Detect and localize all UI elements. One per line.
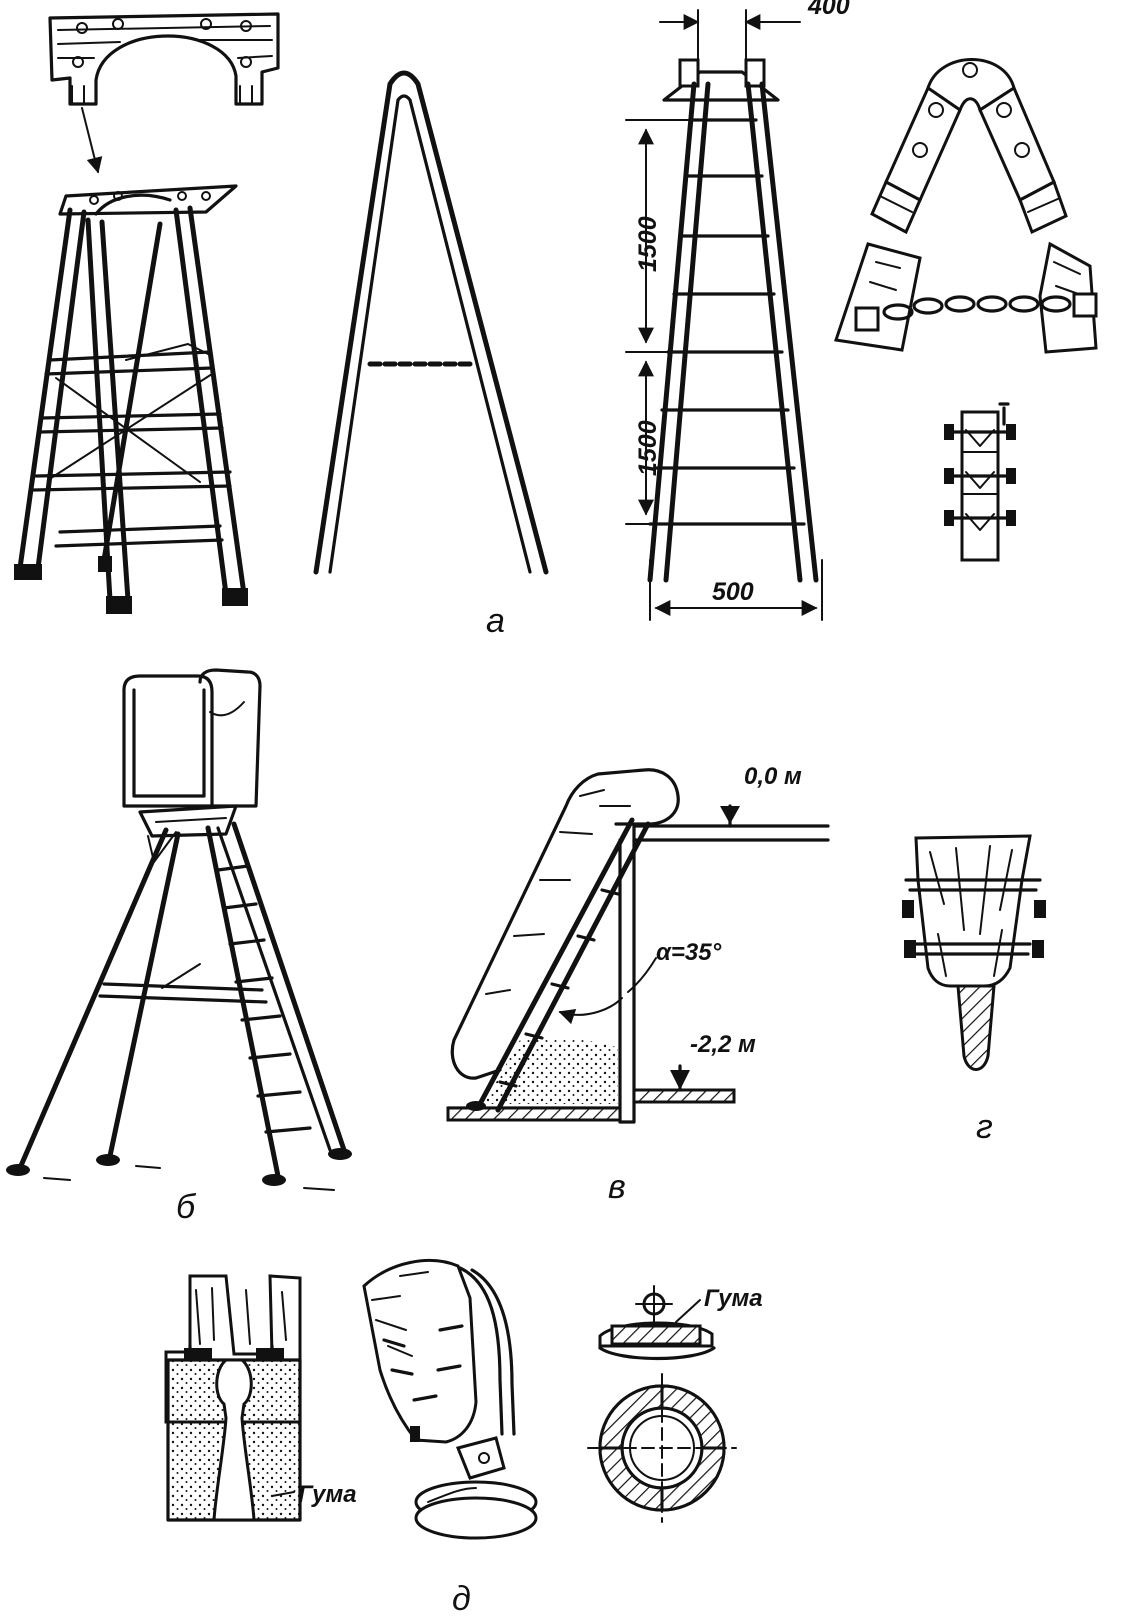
top-width-label: 400 xyxy=(807,0,850,20)
angle-label: α=35° xyxy=(656,939,722,966)
panel-label-d: д xyxy=(452,1580,471,1618)
dimensioned-ladder: 400 1500 1500 500 xyxy=(625,0,850,621)
spiked-shoe xyxy=(902,834,1046,1071)
panel-label-g: г xyxy=(976,1108,993,1146)
swivel-foot xyxy=(362,1259,538,1540)
upper-span-label: 1500 xyxy=(634,216,662,272)
panel-label-a: а xyxy=(486,602,505,640)
rubber-label-1: Гума xyxy=(298,1481,357,1508)
chain-detail xyxy=(834,241,1098,354)
bottom-level-label: -2,2 м xyxy=(690,1031,756,1058)
top-level-label: 0,0 м xyxy=(744,763,802,790)
lower-span-label: 1500 xyxy=(634,420,662,476)
rubber-foot-section: Гума xyxy=(587,1285,763,1523)
rubber-label-2: Гума xyxy=(704,1285,763,1312)
panel-label-v: в xyxy=(608,1168,626,1206)
platform-stepladder xyxy=(14,12,280,614)
panel-label-b: б xyxy=(176,1188,197,1226)
bolt-detail xyxy=(944,402,1016,562)
caged-ladder xyxy=(6,668,352,1191)
base-width-label: 500 xyxy=(712,578,754,606)
a-frame-ladder xyxy=(313,70,549,575)
top-plate-detail xyxy=(48,12,280,174)
pit-ladder: 0,0 м -2,2 м α=35° xyxy=(446,763,830,1124)
rubber-foot-block: Гума xyxy=(164,1274,357,1522)
hinge-detail xyxy=(870,58,1068,235)
